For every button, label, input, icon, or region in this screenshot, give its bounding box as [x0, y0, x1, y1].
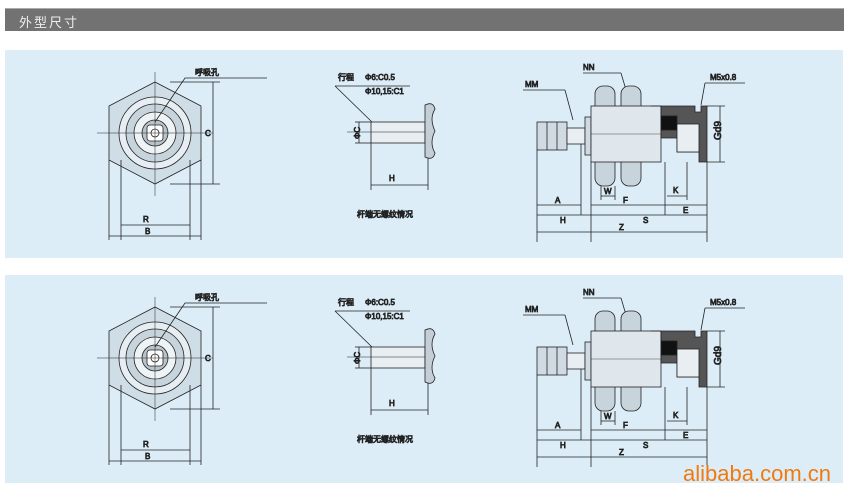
dim-phic-label: ΦC — [353, 127, 362, 139]
dim-k-label: K — [673, 411, 679, 420]
front-view: 呼吸孔 C R B — [97, 292, 267, 465]
caption-no-thread: 杆端无螺纹情况 — [357, 209, 413, 219]
rod-end-view: 行程 Φ6:C0.5 Φ10,15:C1 ΦC H 杆端无螺纹情况 — [334, 72, 436, 219]
dim-h-label: H — [389, 174, 395, 183]
dim-z-label: Z — [619, 448, 624, 457]
m5-label: M5x0.8 — [710, 298, 737, 307]
dim-w-label: W — [604, 187, 612, 196]
dim-h-label: H — [389, 399, 395, 408]
gd9-label: Gd9 — [713, 346, 724, 365]
dim-r-label: R — [143, 440, 149, 449]
dim-f-label: F — [623, 196, 628, 205]
watermark: alibaba.com.cn — [683, 461, 831, 486]
mm-label: MM — [525, 305, 539, 314]
dim-a-label: A — [555, 421, 561, 430]
dimension-panel-1: 呼吸孔 C R B 行程 Φ6:C0.5 Φ10,15:C1 ΦC H 杆端无螺… — [5, 50, 843, 258]
dim-e-label: E — [683, 206, 688, 215]
chamfer-label-1: Φ6:C0.5 — [365, 73, 396, 82]
chamfer-label-1: Φ6:C0.5 — [365, 298, 396, 307]
section-header: 外型尺寸 — [5, 8, 844, 31]
dim-c-label: C — [205, 354, 211, 363]
dim-phic-label: ΦC — [353, 352, 362, 364]
side-view: MM NN M5x0.8 Gd9 W K A F E H S Z — [523, 63, 745, 242]
dim-z-label: Z — [619, 223, 624, 232]
dim-s-label: S — [643, 441, 648, 450]
dimension-panel-2: 呼吸孔 C R B 行程 Φ6:C0.5 Φ10,15:C1 ΦC H 杆端无螺… — [5, 275, 843, 483]
dim-h2-label: H — [560, 216, 566, 225]
drawing: 呼吸孔 C R B 行程 Φ6:C0.5 Φ10,15:C1 ΦC H 杆端无螺… — [97, 63, 745, 242]
section-title: 外型尺寸 — [19, 16, 80, 31]
nn-label: NN — [583, 63, 595, 72]
stroke-label: 行程 — [338, 297, 354, 307]
nn-label: NN — [583, 288, 595, 297]
m5-label: M5x0.8 — [710, 73, 737, 82]
dim-s-label: S — [643, 216, 648, 225]
dim-h2-label: H — [560, 441, 566, 450]
side-view: MM NN M5x0.8 Gd9 W K A F E H S Z — [523, 288, 745, 467]
front-view: 呼吸孔 C R B — [97, 67, 267, 240]
breather-label: 呼吸孔 — [195, 67, 219, 77]
dim-r-label: R — [143, 215, 149, 224]
dim-b-label: B — [145, 452, 150, 461]
dim-e-label: E — [683, 431, 688, 440]
dim-b-label: B — [145, 227, 150, 236]
chamfer-label-2: Φ10,15:C1 — [365, 87, 404, 96]
drawing: 呼吸孔 C R B 行程 Φ6:C0.5 Φ10,15:C1 ΦC H 杆端无螺… — [97, 288, 745, 467]
breather-label: 呼吸孔 — [195, 292, 219, 302]
dim-f-label: F — [623, 421, 628, 430]
gd9-label: Gd9 — [713, 121, 724, 140]
dim-c-label: C — [205, 129, 211, 138]
dim-w-label: W — [604, 412, 612, 421]
rod-end-view: 行程 Φ6:C0.5 Φ10,15:C1 ΦC H 杆端无螺纹情况 — [334, 297, 436, 444]
chamfer-label-2: Φ10,15:C1 — [365, 312, 404, 321]
stroke-label: 行程 — [338, 72, 354, 82]
mm-label: MM — [525, 80, 539, 89]
dim-a-label: A — [555, 196, 561, 205]
dim-k-label: K — [673, 186, 679, 195]
caption-no-thread: 杆端无螺纹情况 — [357, 434, 413, 444]
